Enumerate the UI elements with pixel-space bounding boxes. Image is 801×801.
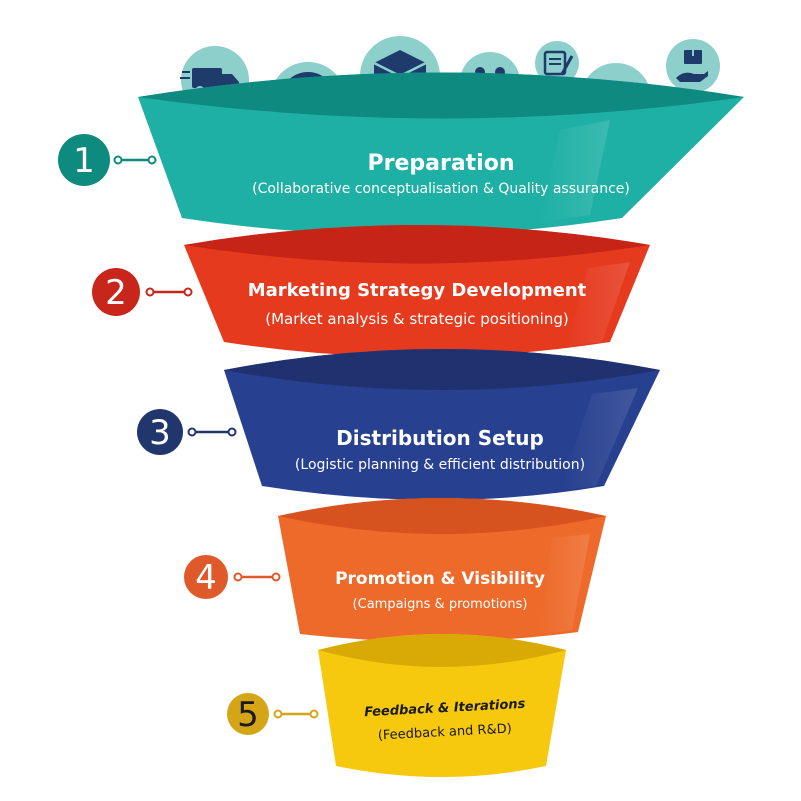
funnel-stage-5: Feedback & Iterations (Feedback and R&D) (318, 634, 566, 777)
stage-2-subtitle: (Market analysis & strategic positioning… (265, 310, 568, 328)
funnel-stage-1: Preparation (Collaborative conceptualisa… (138, 72, 744, 235)
funnel-stage-3: Distribution Setup (Logistic planning & … (224, 349, 660, 500)
stage-2-marker: 2 (92, 268, 193, 316)
stage-3-title: Distribution Setup (336, 426, 544, 450)
stage-4-subtitle: (Campaigns & promotions) (353, 597, 528, 612)
stage-3-marker: 3 (137, 409, 237, 455)
stage-5-number: 5 (237, 695, 259, 735)
stage-1-title: Preparation (367, 151, 514, 176)
stage-4-marker: 4 (184, 555, 281, 599)
stage-2-number: 2 (105, 273, 127, 313)
funnel-stage-2: Marketing Strategy Development (Market a… (184, 225, 650, 357)
stage-1-number: 1 (73, 141, 95, 181)
document-pen-icon (535, 41, 579, 85)
stage-2-title: Marketing Strategy Development (248, 280, 587, 301)
stage-1-subtitle: (Collaborative conceptualisation & Quali… (252, 181, 630, 197)
stage-5-subtitle: (Feedback and R&D) (378, 722, 513, 744)
stage-4-number: 4 (195, 558, 217, 598)
stage-1-marker: 1 (58, 134, 157, 186)
funnel-stage-4: Promotion & Visibility (Campaigns & prom… (278, 498, 606, 642)
stage-3-subtitle: (Logistic planning & efficient distribut… (295, 457, 585, 473)
stage-4-title: Promotion & Visibility (335, 569, 545, 589)
stage-5-marker: 5 (227, 693, 319, 735)
hand-package-icon (666, 39, 720, 93)
stage-3-number: 3 (149, 413, 171, 453)
